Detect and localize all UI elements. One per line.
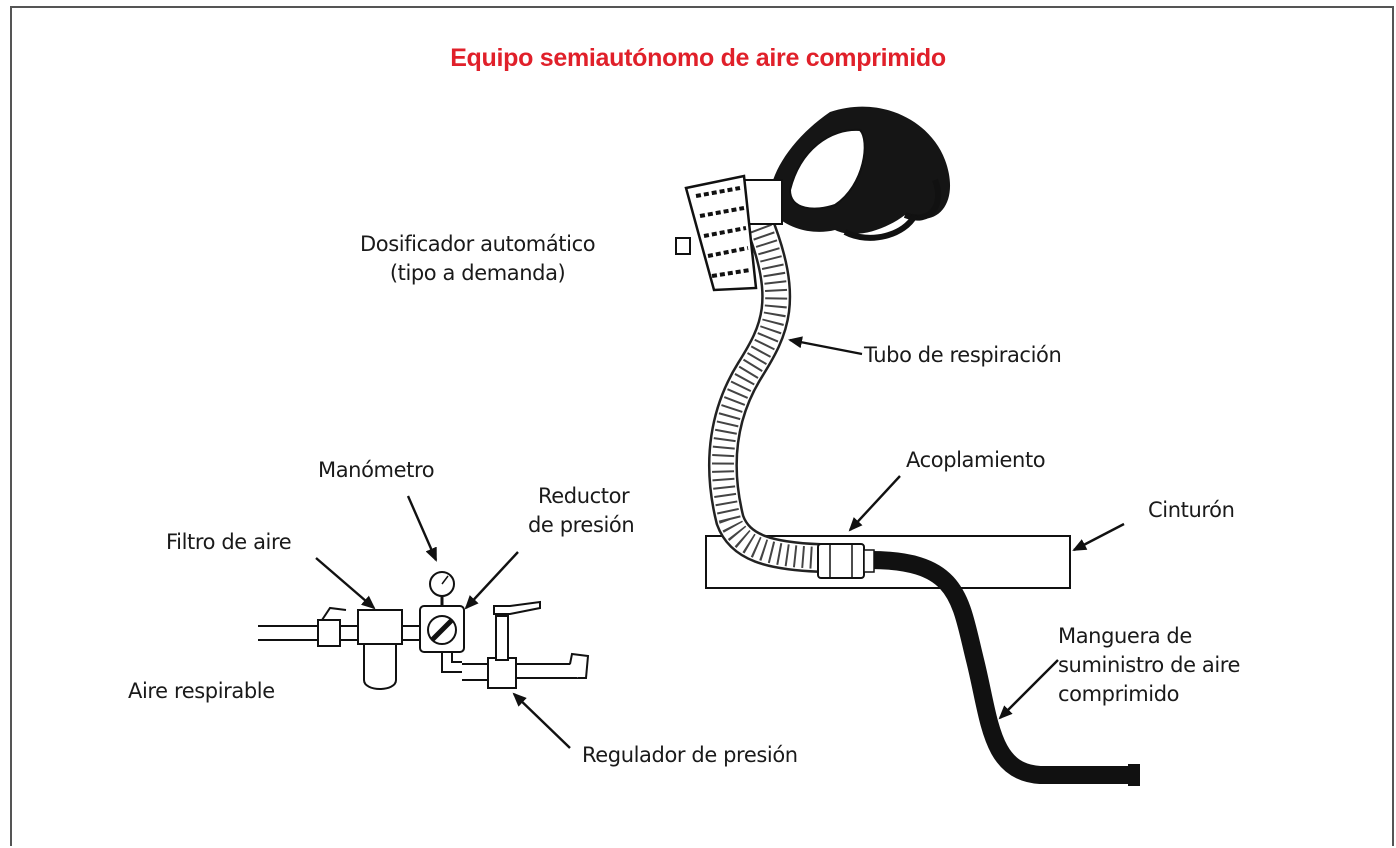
diagram-title: Equipo semiautónomo de aire comprimido (450, 44, 946, 72)
label-reductor: Reductor de presión (528, 484, 635, 537)
arrow-cinturon (1072, 522, 1125, 552)
hose-end (1128, 764, 1140, 786)
air-supply-assembly (258, 571, 590, 690)
breathing-tube (707, 205, 835, 573)
arrow-tubo (788, 336, 863, 356)
arrow-reductor (464, 551, 519, 610)
label-filtro: Filtro de aire (166, 530, 292, 554)
callout-arrows (315, 336, 1125, 749)
label-tubo: Tubo de respiración (864, 343, 1062, 367)
label-acoplamiento: Acoplamiento (906, 448, 1046, 472)
face-mask (675, 106, 951, 292)
arrow-regulador (512, 692, 571, 749)
label-aire: Aire respirable (128, 679, 275, 703)
coupling (817, 543, 875, 579)
label-manometro: Manómetro (318, 458, 435, 482)
figure-frame (10, 6, 1394, 846)
arrow-acoplamiento (848, 475, 901, 532)
arrow-manguera (998, 659, 1059, 720)
arrow-manometro (406, 495, 438, 562)
label-regulador: Regulador de presión (582, 743, 798, 767)
label-manguera: Manguera de suministro de aire comprimid… (1058, 624, 1241, 706)
label-dosificador: Dosificador automático (tipo a demanda) (360, 232, 596, 285)
supply-hose (869, 551, 1135, 784)
label-cinturon: Cinturón (1148, 498, 1235, 522)
arrow-filtro (315, 557, 376, 610)
